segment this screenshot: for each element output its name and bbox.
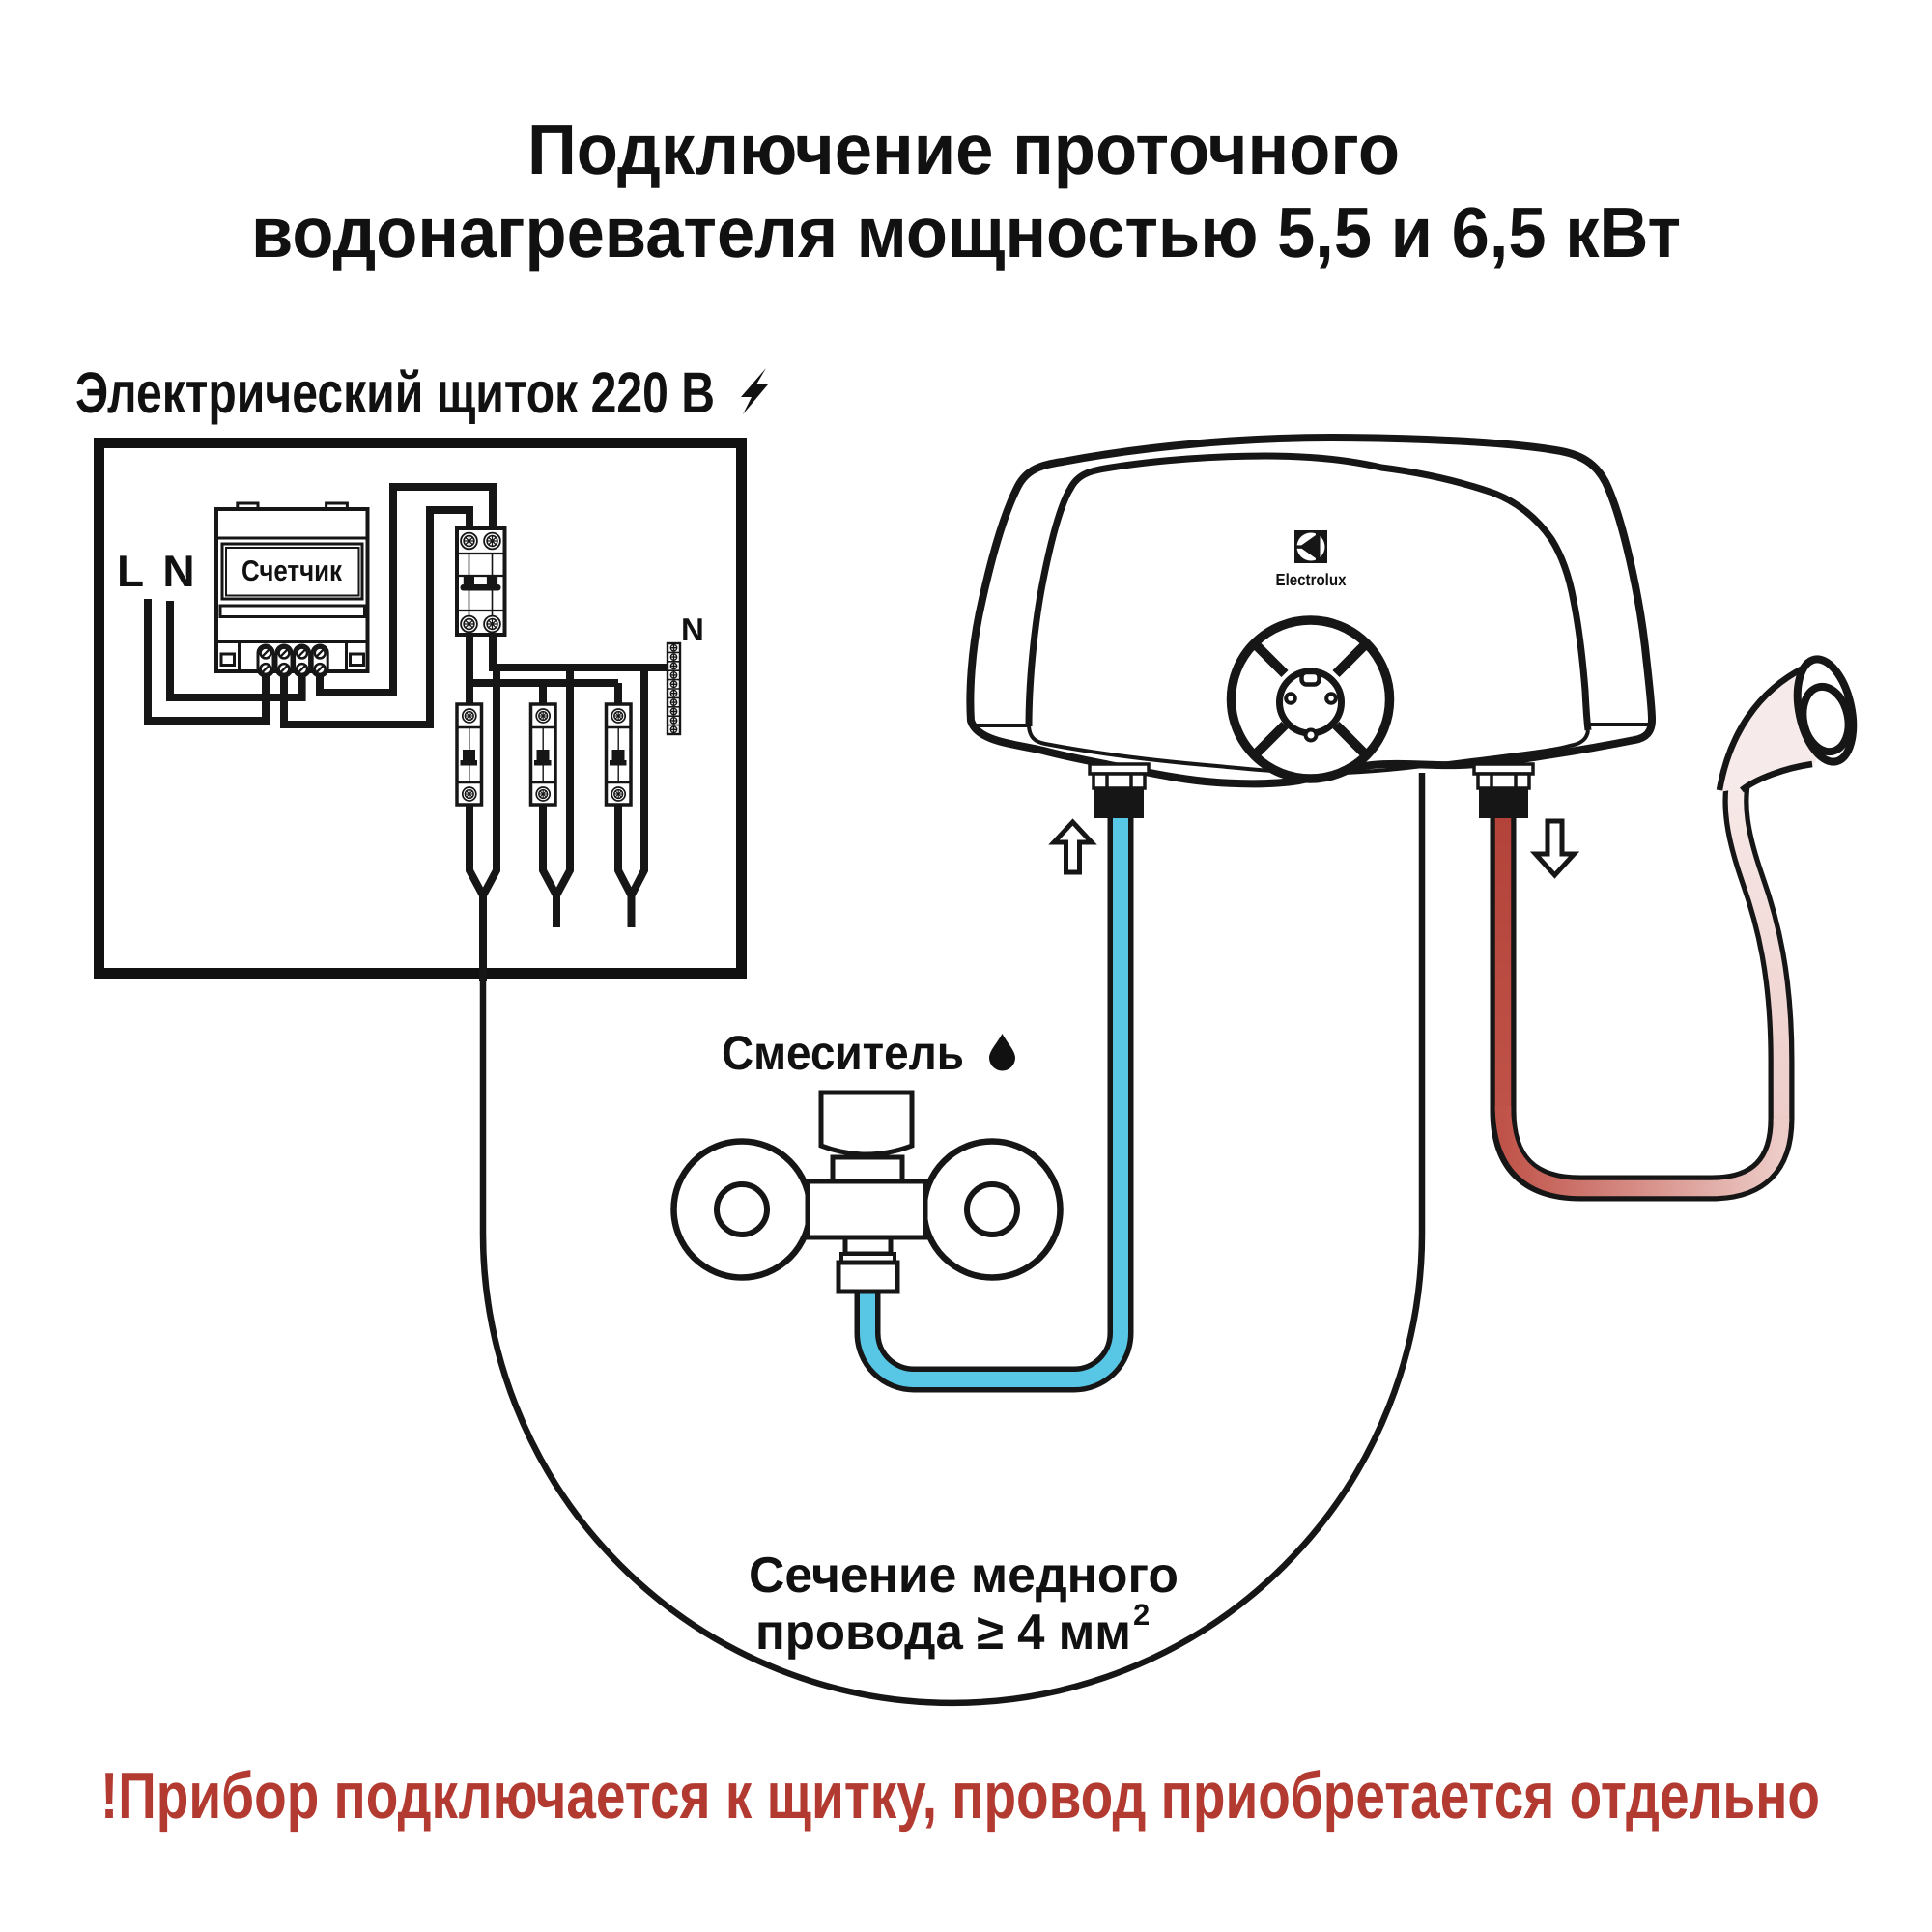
svg-text:Электрический щиток 220 В: Электрический щиток 220 В (75, 360, 715, 425)
svg-text:2: 2 (1133, 1598, 1150, 1632)
svg-text:!Прибор подключается к щитку,: !Прибор подключается к щитку, провод при… (100, 1759, 1820, 1833)
svg-text:N: N (681, 611, 704, 647)
svg-text:Сечение медного: Сечение медного (749, 1548, 1179, 1604)
svg-text:Смеситель: Смеситель (722, 1026, 964, 1080)
svg-text:провода ≥ 4 мм: провода ≥ 4 мм (755, 1605, 1131, 1661)
svg-text:Electrolux: Electrolux (1276, 570, 1347, 589)
svg-text:N: N (162, 546, 194, 596)
svg-text:водонагревателя мощностью 5,5: водонагревателя мощностью 5,5 и 6,5 кВт (251, 192, 1681, 272)
svg-text:Подключение проточного: Подключение проточного (527, 109, 1400, 189)
svg-text:Счетчик: Счетчик (242, 555, 343, 587)
svg-text:L: L (117, 546, 144, 596)
